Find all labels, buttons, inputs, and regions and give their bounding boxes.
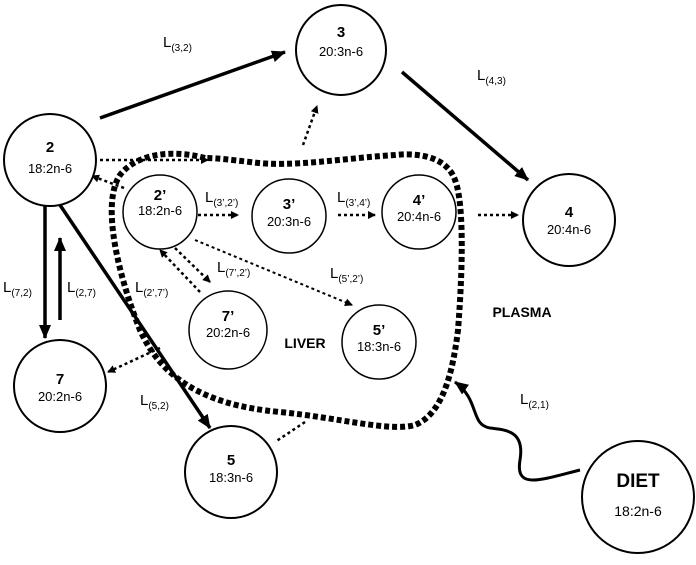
arrow-2-to-5 bbox=[58, 204, 212, 429]
arrow-2-to-3 bbox=[99, 50, 286, 120]
rate-label-L5p2p: L(5’,2’) bbox=[330, 265, 363, 285]
node-2: 2 18:2n-6 bbox=[3, 113, 97, 207]
rate-label-L72: L(7,2) bbox=[3, 279, 32, 299]
rate-label-L7p2p: L(7’,2’) bbox=[217, 259, 250, 279]
rate-label-L3p4p: L(3’,4’) bbox=[337, 189, 370, 209]
node-2p-fa: 18:2n-6 bbox=[138, 203, 182, 218]
node-3p-id: 3’ bbox=[283, 196, 296, 213]
node-5p-id: 5’ bbox=[373, 322, 386, 339]
arrow-3p-to-3 bbox=[301, 105, 319, 146]
node-diet-id: DIET bbox=[616, 471, 660, 492]
arrow-2p-to-5p bbox=[194, 239, 353, 307]
node-2-fa: 18:2n-6 bbox=[28, 161, 72, 176]
node-5p: 5’ 18:3n-6 bbox=[341, 304, 417, 380]
liver-label: LIVER bbox=[284, 335, 325, 351]
node-4p: 4’ 20:4n-6 bbox=[381, 174, 457, 250]
rate-label-L43: L(4,3) bbox=[477, 67, 506, 87]
arrow-liver-to-5 bbox=[274, 420, 306, 444]
node-4p-fa: 20:4n-6 bbox=[397, 209, 441, 224]
node-2-id: 2 bbox=[46, 139, 54, 156]
liver-boundary bbox=[108, 150, 465, 430]
rate-label-L52: L(5,2) bbox=[140, 392, 169, 412]
arrow-2p-to-7p bbox=[174, 247, 211, 283]
node-5-id: 5 bbox=[227, 452, 235, 469]
rate-label-L2p7p: L(2’,7’) bbox=[135, 279, 168, 299]
node-diet-fa: 18:2n-6 bbox=[614, 503, 662, 519]
node-4: 4 20:4n-6 bbox=[522, 173, 616, 267]
node-7p-id: 7’ bbox=[222, 308, 235, 325]
plasma-label: PLASMA bbox=[492, 304, 551, 320]
node-2p: 2’ 18:2n-6 bbox=[122, 174, 198, 250]
node-4p-id: 4’ bbox=[413, 192, 426, 209]
node-2p-id: 2’ bbox=[154, 187, 167, 204]
node-7: 7 20:2n-6 bbox=[13, 339, 107, 433]
diet-input-arrow bbox=[454, 380, 581, 482]
node-5: 5 18:3n-6 bbox=[184, 425, 278, 519]
node-4-id: 4 bbox=[565, 204, 574, 221]
node-7p: 7’ 20:2n-6 bbox=[188, 290, 268, 370]
rate-label-L21: L(2,1) bbox=[520, 391, 549, 411]
node-3p-fa: 20:3n-6 bbox=[267, 214, 311, 229]
arrow-3-to-4 bbox=[400, 70, 530, 182]
node-3: 3 20:3n-6 bbox=[295, 4, 387, 96]
node-3-id: 3 bbox=[337, 24, 345, 41]
node-7-id: 7 bbox=[56, 371, 64, 388]
node-7-fa: 20:2n-6 bbox=[38, 389, 82, 404]
node-diet: DIET 18:2n-6 bbox=[581, 440, 695, 554]
node-3-fa: 20:3n-6 bbox=[319, 44, 363, 59]
rate-label-L3p2p: L(3’,2’) bbox=[205, 189, 238, 209]
arrow-7p-to-2p bbox=[159, 249, 201, 293]
node-5p-fa: 18:3n-6 bbox=[357, 339, 401, 354]
node-5-fa: 18:3n-6 bbox=[209, 470, 253, 485]
rate-label-L27: L(2,7) bbox=[67, 279, 96, 299]
arrow-liver-to-7 bbox=[107, 346, 161, 374]
node-4-fa: 20:4n-6 bbox=[547, 222, 591, 237]
rate-label-L32: L(3,2) bbox=[163, 34, 192, 54]
node-3p: 3’ 20:3n-6 bbox=[251, 178, 327, 254]
node-7p-fa: 20:2n-6 bbox=[206, 325, 250, 340]
